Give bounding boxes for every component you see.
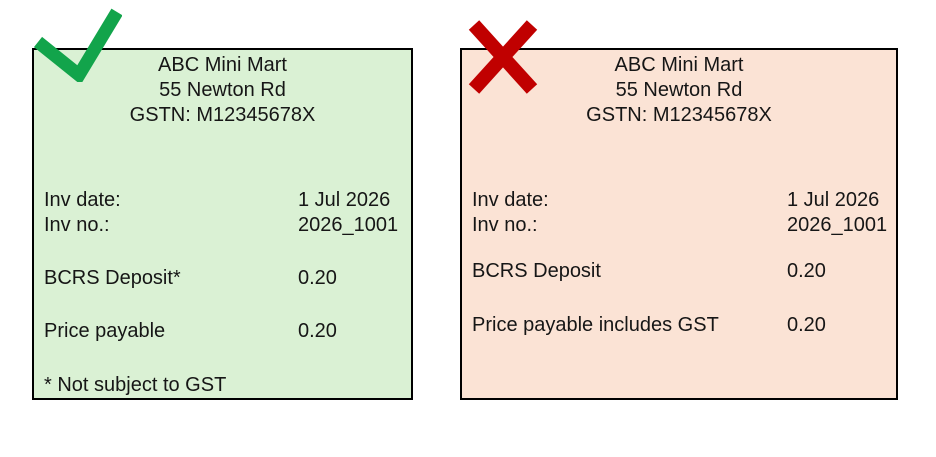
invoice-date-value: 1 Jul 2026 (787, 189, 880, 211)
invoice-date-row: Inv date: 1 Jul 2026 (472, 188, 890, 213)
invoice-number-row: Inv no.: 2026_1001 (472, 213, 890, 238)
price-payable-row: Price payable includes GST 0.20 (472, 313, 890, 338)
bcrs-deposit-label: BCRS Deposit (472, 260, 601, 282)
receipt-correct: ABC Mini Mart 55 Newton Rd GSTN: M123456… (32, 48, 413, 400)
store-gstn: GSTN: M12345678X (129, 104, 316, 126)
price-payable-value: 0.20 (787, 314, 826, 336)
invoice-date-label: Inv date: (44, 189, 121, 211)
receipt-header: ABC Mini Mart 55 Newton Rd GSTN: M123456… (462, 53, 896, 128)
receipt-incorrect: ABC Mini Mart 55 Newton Rd GSTN: M123456… (460, 48, 898, 400)
invoice-date-row: Inv date: 1 Jul 2026 (44, 188, 405, 213)
bcrs-deposit-row: BCRS Deposit* 0.20 (44, 266, 405, 291)
invoice-date-value: 1 Jul 2026 (298, 189, 391, 211)
checkmark-icon (33, 8, 122, 82)
receipt-header: ABC Mini Mart 55 Newton Rd GSTN: M123456… (34, 53, 411, 128)
bcrs-deposit-label: BCRS Deposit* (44, 267, 181, 289)
invoice-number-value: 2026_1001 (787, 214, 888, 236)
bcrs-deposit-row: BCRS Deposit 0.20 (472, 259, 890, 284)
store-address: 55 Newton Rd (615, 79, 743, 101)
store-name: ABC Mini Mart (614, 54, 744, 76)
invoice-date-label: Inv date: (472, 189, 549, 211)
invoice-number-value: 2026_1001 (298, 214, 399, 236)
price-payable-row: Price payable 0.20 (44, 319, 405, 344)
invoice-number-row: Inv no.: 2026_1001 (44, 213, 405, 238)
price-payable-label: Price payable (44, 320, 166, 342)
price-payable-value: 0.20 (298, 320, 337, 342)
price-payable-label: Price payable includes GST (472, 314, 719, 336)
bcrs-deposit-value: 0.20 (787, 260, 826, 282)
bcrs-deposit-value: 0.20 (298, 267, 337, 289)
invoice-number-label: Inv no.: (472, 214, 538, 236)
invoice-number-label: Inv no.: (44, 214, 110, 236)
store-name: ABC Mini Mart (158, 54, 287, 76)
gst-footnote: * Not subject to GST (44, 374, 227, 396)
store-address: 55 Newton Rd (159, 79, 286, 101)
cross-icon (468, 20, 538, 94)
store-gstn: GSTN: M12345678X (586, 104, 772, 126)
